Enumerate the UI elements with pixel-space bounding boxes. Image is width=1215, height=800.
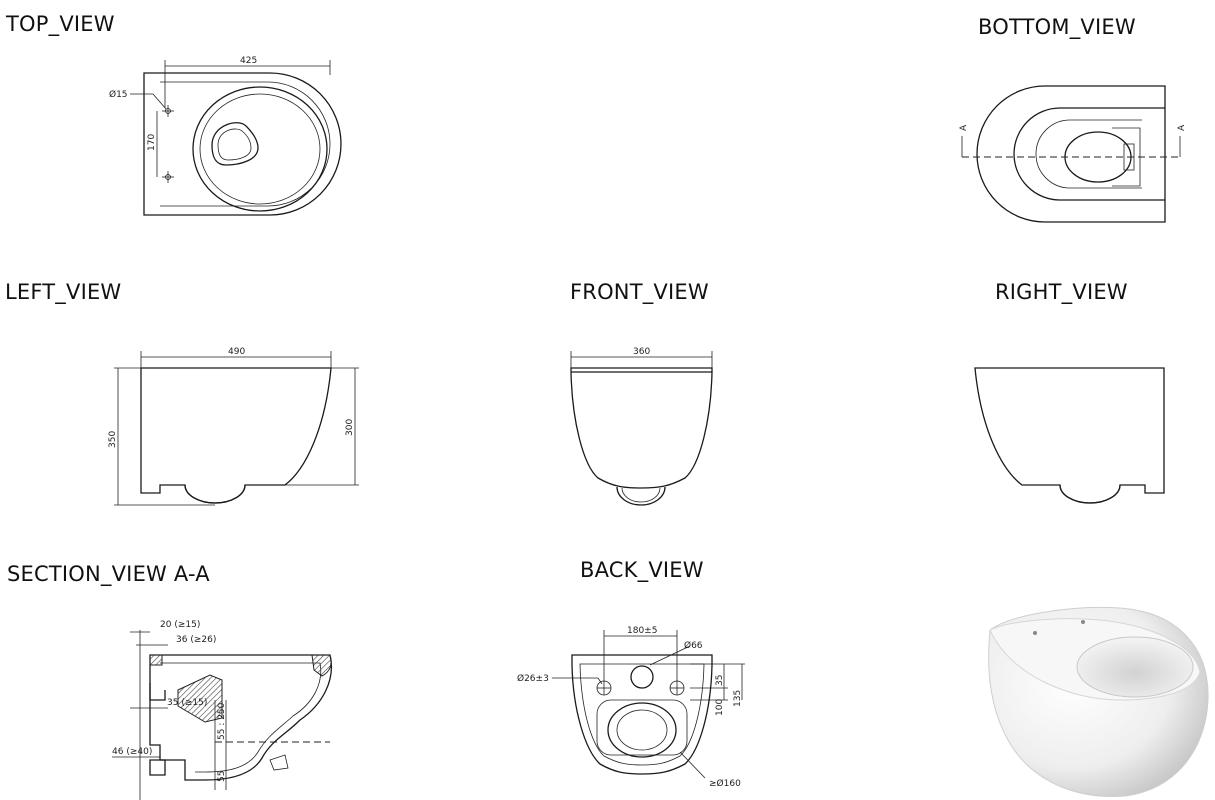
dim-section-36: 36 (≥26) — [176, 635, 216, 645]
front-outline — [570, 367, 713, 489]
dim-section-55: 55 — [217, 771, 227, 782]
back-outline — [571, 654, 713, 775]
front-view-title: FRONT_VIEW — [570, 280, 709, 304]
top-view-title: TOP_VIEW — [6, 12, 115, 36]
bottom-outline — [976, 85, 1166, 223]
right-view-drawing — [974, 367, 1165, 504]
left-view-drawing: 490 350 300 — [108, 347, 359, 506]
dim-back-100: 100 — [715, 699, 725, 716]
dim-back-spacing: 180±5 — [627, 626, 657, 636]
dim-back-outlet-dia: Ø66 — [684, 640, 703, 651]
toilet-product-image — [988, 607, 1209, 797]
front-view-drawing: 360 — [570, 347, 713, 506]
dim-section-250: 55 : 250 — [217, 702, 227, 740]
back-view-drawing: 180±5 Ø66 Ø26±3 35 100 135 ≥Ø160 — [517, 626, 745, 789]
top-view-drawing: 425 Ø15 170 — [109, 56, 342, 216]
right-outline — [974, 367, 1165, 504]
dim-back-35: 35 — [715, 675, 725, 686]
dim-section-46: 46 (≥40) — [112, 747, 152, 757]
top-bowl-opening — [211, 122, 259, 166]
dim-section-35: 35 (≥15) — [167, 698, 207, 708]
back-outlet — [630, 665, 654, 689]
dim-left-width: 490 — [228, 347, 245, 357]
dim-left-height-total: 350 — [108, 431, 118, 448]
dim-top-width: 425 — [240, 56, 257, 66]
section-marker-left: A — [959, 124, 969, 131]
bottom-view-title: BOTTOM_VIEW — [978, 15, 1136, 39]
right-view-title: RIGHT_VIEW — [995, 280, 1128, 304]
dim-left-height-rim: 300 — [345, 419, 355, 436]
section-view-drawing: 20 (≥15) 36 (≥26) 35 (≥15) 55 : 250 46 (… — [112, 620, 332, 800]
dim-top-hole-dia: Ø15 — [109, 89, 128, 100]
dim-back-flush-dia: ≥Ø160 — [709, 778, 741, 789]
dim-back-bolt-dia: Ø26±3 — [517, 673, 549, 684]
dim-back-135: 135 — [733, 690, 743, 707]
top-rim — [192, 86, 328, 212]
dim-top-hole-spacing: 170 — [147, 134, 157, 151]
left-outline — [140, 367, 332, 504]
dim-front-width: 360 — [633, 347, 650, 357]
back-view-title: BACK_VIEW — [580, 558, 704, 582]
section-marker-right: A — [1177, 124, 1187, 131]
left-view-title: LEFT_VIEW — [5, 280, 122, 304]
dim-section-20: 20 (≥15) — [160, 620, 200, 630]
top-outline — [143, 72, 342, 216]
bottom-view-drawing: A A — [959, 85, 1187, 223]
section-view-title: SECTION_VIEW A-A — [7, 562, 210, 586]
section-outline — [149, 654, 332, 781]
